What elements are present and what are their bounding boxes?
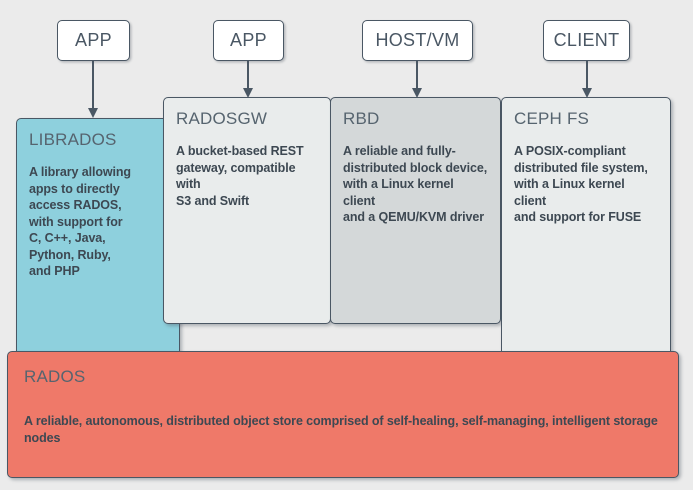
arrow-app-to-librados [88, 61, 98, 118]
arrow-hostvm-to-rbd [412, 61, 422, 98]
component-description: A POSIX-compliant distributed file syste… [514, 144, 648, 224]
component-description: A library allowing apps to directly acce… [29, 165, 131, 278]
arrowhead-icon [243, 88, 253, 98]
arrow-client-to-cephfs [582, 61, 592, 98]
component-title: CEPH FS [514, 109, 590, 128]
component-rados[interactable]: RADOS A reliable, autonomous, distribute… [7, 351, 679, 478]
component-radosgw[interactable]: RADOSGW A bucket-based REST gateway, com… [163, 97, 331, 324]
component-title: RBD [343, 109, 380, 128]
component-title: RADOSGW [176, 109, 268, 128]
component-description: A reliable, autonomous, distributed obje… [24, 414, 658, 445]
component-description: A bucket-based REST gateway, compatible … [176, 144, 304, 208]
component-description: A reliable and fully- distributed block … [343, 144, 488, 224]
actor-client[interactable]: CLIENT [543, 20, 630, 61]
component-title: RADOS [24, 367, 86, 386]
component-rbd[interactable]: RBD A reliable and fully- distributed bl… [330, 97, 501, 324]
component-title: LIBRADOS [29, 130, 117, 149]
component-cephfs[interactable]: CEPH FS A POSIX-compliant distributed fi… [501, 97, 671, 365]
actor-app-radosgw[interactable]: APP [213, 20, 284, 61]
arrowhead-icon [412, 88, 422, 98]
arrowhead-icon [88, 108, 98, 118]
actor-host-vm[interactable]: HOST/VM [362, 20, 473, 61]
component-librados[interactable]: LIBRADOS A library allowing apps to dire… [16, 118, 180, 375]
arrow-app-to-radosgw [243, 61, 253, 98]
actor-app-librados[interactable]: APP [57, 20, 130, 61]
arrowhead-icon [582, 88, 592, 98]
